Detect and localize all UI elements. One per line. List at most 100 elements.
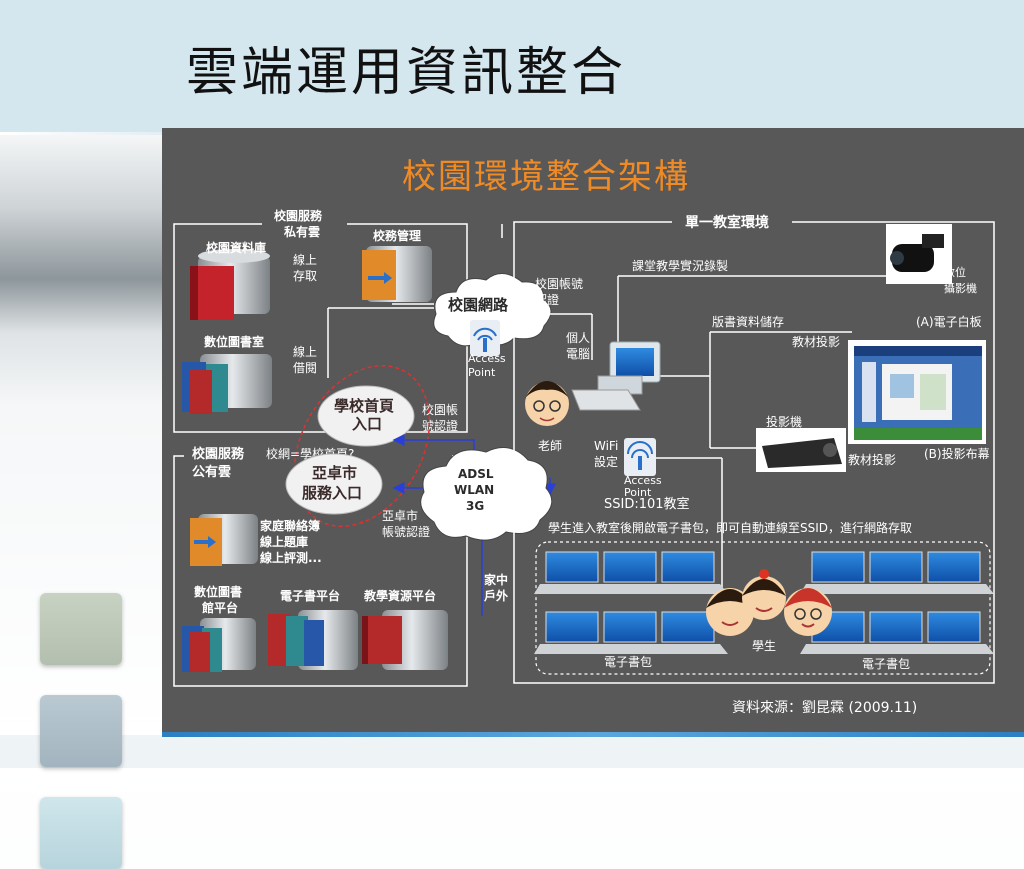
access-point-2b: Point <box>624 486 652 499</box>
camera-icon <box>886 224 952 284</box>
diagram-canvas: 校園環境整合架構 校園服務 私有雲 校園資料庫 線上 存取 校務管理 數位圖書室… <box>173 157 995 716</box>
access-point-2a: Access <box>624 474 662 487</box>
projector-label: 投影機 <box>766 414 802 429</box>
laptop-2 <box>592 551 670 594</box>
personal-pc-1: 個人 <box>566 331 590 345</box>
adsl-label-1: ADSL <box>458 467 494 481</box>
private-cloud-frame: 校園服務 私有雲 <box>173 208 468 433</box>
ebag-right-label: 電子書包 <box>862 657 910 671</box>
board-storage-label: 版書資料儲存 <box>712 315 784 329</box>
title-band: 雲端運用資訊整合 <box>0 0 1024 135</box>
online-test-label: 線上評測... <box>260 550 322 565</box>
yazhuo-ellipse <box>285 453 383 515</box>
digital-library-pub-icon <box>182 618 256 672</box>
school-home-ellipse <box>317 385 415 447</box>
yazhuo-1: 亞卓市 <box>312 464 357 482</box>
campus-account-2: 認證 <box>535 292 559 307</box>
adsl-label-2: WLAN <box>454 483 494 497</box>
projection-screen-label: (B)投影布幕 <box>924 446 990 461</box>
online-access-2: 存取 <box>293 269 317 283</box>
classroom-frame: 單一教室環境 <box>513 214 995 684</box>
material-projection-label: 教材投影 <box>792 334 840 349</box>
laptop-8 <box>592 611 670 654</box>
personal-pc-icon <box>571 341 661 411</box>
campus-db-icon <box>190 249 270 320</box>
source-label: 資料來源：劉昆霖 (2009.11) <box>732 700 917 716</box>
highlight-ellipse <box>293 364 431 528</box>
teaching-resources-label: 教學資源平台 <box>363 588 436 603</box>
teaching-resources-icon <box>362 610 448 670</box>
ssid-label: SSID:101教室 <box>604 496 690 512</box>
whiteboard-label: (A)電子白板 <box>916 314 982 329</box>
yazhuo-account-1: 亞卓市 <box>382 508 418 523</box>
private-cloud-links <box>327 224 503 378</box>
classroom-heading: 單一教室環境 <box>685 214 769 231</box>
laptop-12 <box>916 611 994 654</box>
wifi-access-point-icon <box>624 438 656 476</box>
deco-square-2 <box>40 695 122 767</box>
ebag-left-label: 電子書包 <box>604 655 652 669</box>
personal-pc-2: 電腦 <box>566 346 590 361</box>
school-home-2: 入口 <box>352 415 382 433</box>
student-note: 學生進入教室後開啟電子書包，即可自動連線至SSID，進行網路存取 <box>548 520 912 535</box>
laptops <box>534 551 994 654</box>
classroom-links <box>536 275 902 598</box>
yazhuo-2: 服務入口 <box>302 484 362 502</box>
public-cloud-heading-2: 公有雲 <box>192 464 231 480</box>
wifi-1: WiFi <box>594 439 618 453</box>
bottom-bar <box>162 732 1024 737</box>
digital-library-icon <box>182 354 272 414</box>
digital-library-pub-2: 館平台 <box>201 600 238 615</box>
home-outdoor-2: 戶外 <box>484 588 508 603</box>
student-label: 學生 <box>752 639 776 653</box>
deco-square-3 <box>40 797 122 869</box>
deco-square-1 <box>40 593 122 665</box>
camera-label-1: 數位 <box>944 265 966 279</box>
architecture-diagram: 校園環境整合架構 校園服務 私有雲 校園資料庫 線上 存取 校務管理 數位圖書室… <box>162 128 1024 734</box>
public-cloud-heading-1: 校園服務 <box>192 446 245 462</box>
laptop-1 <box>534 551 612 594</box>
teacher-label: 老師 <box>538 439 562 453</box>
school-admin-icon <box>362 246 432 302</box>
digital-library-label: 數位圖書室 <box>204 334 264 349</box>
wifi-2: 設定 <box>594 454 618 469</box>
left-decoration <box>0 135 162 869</box>
private-cloud-heading-1: 校園服務 <box>274 208 323 223</box>
teacher-icon <box>525 381 569 426</box>
school-home-1: 學校首頁 <box>334 397 394 415</box>
home-outdoor-1: 家中 <box>484 572 508 587</box>
campus-network-label: 校園網路 <box>448 296 509 314</box>
online-bank-label: 線上題庫 <box>260 534 308 549</box>
diagram-title: 校園環境整合架構 <box>402 157 690 197</box>
access-point-icon <box>470 320 500 356</box>
campus-account-auth-2: 號認證 <box>422 418 458 433</box>
material-projection-2-label: 教材投影 <box>848 452 896 467</box>
laptop-4 <box>800 551 878 594</box>
online-borrow-2: 借閱 <box>293 361 317 375</box>
camera-label-2: 攝影機 <box>944 281 977 295</box>
family-contact-label: 家庭聯絡簿 <box>260 518 320 533</box>
ebook-platform-icon <box>268 610 358 670</box>
students-icon <box>706 569 832 636</box>
digital-library-pub-1: 數位圖書 <box>194 584 242 599</box>
online-access-1: 線上 <box>293 252 317 267</box>
campus-account-auth-1: 校園帳 <box>422 402 458 417</box>
adsl-cloud: ADSL WLAN 3G <box>420 447 553 541</box>
laptop-11 <box>858 611 936 654</box>
access-point-1b: Point <box>468 366 496 379</box>
adsl-label-3: 3G <box>466 499 484 513</box>
school-admin-label: 校務管理 <box>373 228 421 243</box>
access-point-1a: Access <box>468 352 506 365</box>
campus-network-cloud: 校園網路 <box>433 273 552 347</box>
slide-title: 雲端運用資訊整合 <box>186 43 627 103</box>
laptop-5 <box>858 551 936 594</box>
ebook-platform-label: 電子書平台 <box>280 588 340 603</box>
campus-db-label: 校園資料庫 <box>206 240 266 255</box>
laptop-3 <box>650 551 728 594</box>
online-borrow-1: 線上 <box>293 344 317 359</box>
laptop-6 <box>916 551 994 594</box>
whiteboard-image <box>848 340 986 444</box>
projector-icon <box>756 428 846 472</box>
family-contact-icon <box>190 514 258 566</box>
campus-account-1: 校園帳號 <box>535 276 583 291</box>
